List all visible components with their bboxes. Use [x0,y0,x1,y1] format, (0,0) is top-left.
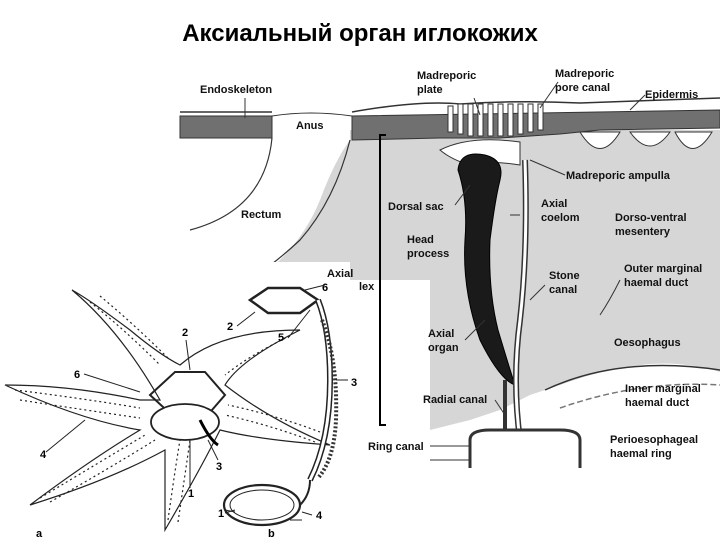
num-b-5: 5 [278,332,284,344]
label-endoskeleton: Endoskeleton [200,84,272,96]
anus-opening [271,112,353,117]
label-ring-canal: Ring canal [368,441,424,453]
panel-label-a: a [36,528,43,540]
label-madreporic-pore-canal-2: pore canal [555,82,610,94]
label-dorso-ventral-1: Dorso-ventral [615,212,687,224]
num-a-3: 3 [216,461,222,473]
stone-canal-inner [514,159,528,441]
body-wall-band-right [351,109,720,141]
num-a-1: 1 [188,488,194,500]
inset-leader-lines [45,284,348,516]
rectum-wall [189,137,273,231]
label-axial-coelom-2: coelom [541,212,580,224]
starfish-figure-a [4,289,331,533]
label-oesophagus: Oesophagus [614,337,681,349]
label-epidermis: Epidermis [645,89,698,101]
num-b-2: 2 [227,321,233,333]
page-title: Аксиальный орган иглокожих [182,20,538,47]
label-madreporic-ampulla: Madreporic ampulla [566,170,671,182]
coelom-fill [350,130,720,430]
cross-section-figure: Endoskeleton Anus Madreporic plate Madre… [179,68,720,472]
oesophagus-inner [559,383,720,409]
label-stone-canal-2: canal [549,284,577,296]
label-inner-marginal-2: haemal duct [625,397,690,409]
label-dorso-ventral-2: mesentery [615,226,671,238]
label-lex-partial: lex [359,281,375,293]
label-madreporic-pore-canal-1: Madreporic [555,68,614,80]
leader-lines [244,81,646,447]
endoskeleton-band [179,115,273,139]
label-inner-marginal-1: Inner marginal [625,383,701,395]
label-perioesophageal-2: haemal ring [610,448,672,460]
label-perioesophageal-1: Perioesophageal [610,434,698,446]
num-a-2: 2 [182,327,188,339]
label-axial-coelom-1: Axial [541,198,567,210]
label-dorsal-sac: Dorsal sac [388,201,444,213]
starfish-body [4,289,331,533]
label-axial-organ-1: Axial [428,328,454,340]
label-madreporic-plate-1: Madreporic [417,70,476,82]
num-b-6: 6 [322,282,328,294]
label-madreporic-plate-2: plate [417,84,443,96]
label-radial-canal: Radial canal [423,394,487,406]
num-b-1: 1 [218,508,224,520]
num-a-4: 4 [40,449,47,461]
inset-panel-bg-top [240,262,350,282]
label-head-process-1: Head [407,234,434,246]
oesophagus-wall [544,364,720,391]
label-axial-organ-2: organ [428,342,459,354]
panel-label-b: b [268,528,275,540]
num-a-6: 6 [74,369,80,381]
label-rectum: Rectum [241,209,282,221]
label-anus: Anus [296,120,324,132]
body-wall-left [180,140,350,285]
epidermis-papillae [579,131,713,149]
madreporic-ampulla [439,139,521,166]
ring-canal-shape [468,428,582,472]
axial-complex-bracket [379,134,386,426]
label-outer-marginal-2: haemal duct [624,277,689,289]
label-head-process-2: process [407,248,449,260]
label-stone-canal-1: Stone [549,270,580,282]
axial-complex-figure-b [222,286,339,527]
axial-organ-shape [457,153,516,386]
num-b-3: 3 [351,377,357,389]
label-axial-partial: Axial [327,268,353,280]
inset-panel-bg-bottom [350,468,720,540]
madreporic-pores [447,103,544,137]
num-b-4: 4 [316,510,323,522]
label-outer-marginal-1: Outer marginal [624,263,702,275]
